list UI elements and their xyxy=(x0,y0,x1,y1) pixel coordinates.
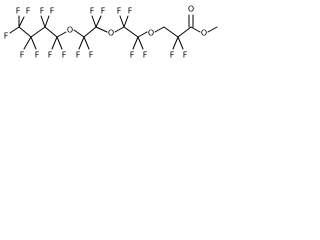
bond xyxy=(163,26,179,38)
atom-label: F xyxy=(35,51,40,60)
bond xyxy=(73,29,85,38)
atom-label: F xyxy=(48,51,53,60)
atom-label: F xyxy=(50,7,55,16)
bond xyxy=(154,26,165,33)
atom-label: F xyxy=(4,32,9,41)
atom-label: F xyxy=(130,51,135,60)
atom-label: F xyxy=(183,51,188,60)
bond xyxy=(137,31,148,38)
bonds xyxy=(9,14,218,50)
atom-label: O xyxy=(148,29,154,38)
bond xyxy=(91,15,97,28)
bond xyxy=(114,26,125,33)
bond xyxy=(123,26,139,38)
bond xyxy=(18,16,25,28)
bond xyxy=(40,15,46,28)
atom-label: F xyxy=(62,51,67,60)
bond xyxy=(78,36,85,50)
atom-label: O xyxy=(108,29,114,38)
bond xyxy=(137,36,144,50)
atom-label: F xyxy=(117,7,122,16)
bond xyxy=(190,26,201,33)
atom-label: F xyxy=(101,7,106,16)
bond xyxy=(177,36,184,50)
bond xyxy=(18,26,32,38)
atom-label: F xyxy=(26,7,31,16)
bond xyxy=(83,26,97,38)
atom-label: F xyxy=(128,7,133,16)
atom-label: F xyxy=(90,7,95,16)
bond xyxy=(56,31,67,38)
bond xyxy=(44,26,58,38)
atom-label: F xyxy=(20,51,25,60)
atom-label: F xyxy=(76,51,81,60)
atom-label: F xyxy=(170,51,175,60)
structure-diagram: F F F F F F F F F O F F F F O F F F F O … xyxy=(4,5,218,60)
bond xyxy=(95,15,102,28)
atom-labels: F F F F F F F F F O F F F F O F F F F O … xyxy=(4,5,207,60)
bond xyxy=(83,36,90,50)
bond xyxy=(172,36,179,50)
bond xyxy=(95,26,108,33)
bond xyxy=(119,15,125,28)
bond xyxy=(207,26,218,33)
bond xyxy=(23,36,32,50)
bond xyxy=(30,26,46,38)
bond xyxy=(30,36,37,50)
bond xyxy=(132,36,139,50)
bond xyxy=(123,15,129,28)
atom-label: F xyxy=(89,51,94,60)
bond xyxy=(177,26,192,38)
atom-label: O xyxy=(188,5,194,14)
atom-label: O xyxy=(201,29,207,38)
bond xyxy=(44,15,50,28)
atom-label: O xyxy=(67,26,73,35)
atom-label: F xyxy=(143,51,148,60)
atom-label: F xyxy=(40,7,45,16)
bond xyxy=(9,26,20,34)
atom-label: F xyxy=(16,7,21,16)
bond xyxy=(51,36,58,50)
bond xyxy=(56,36,63,50)
